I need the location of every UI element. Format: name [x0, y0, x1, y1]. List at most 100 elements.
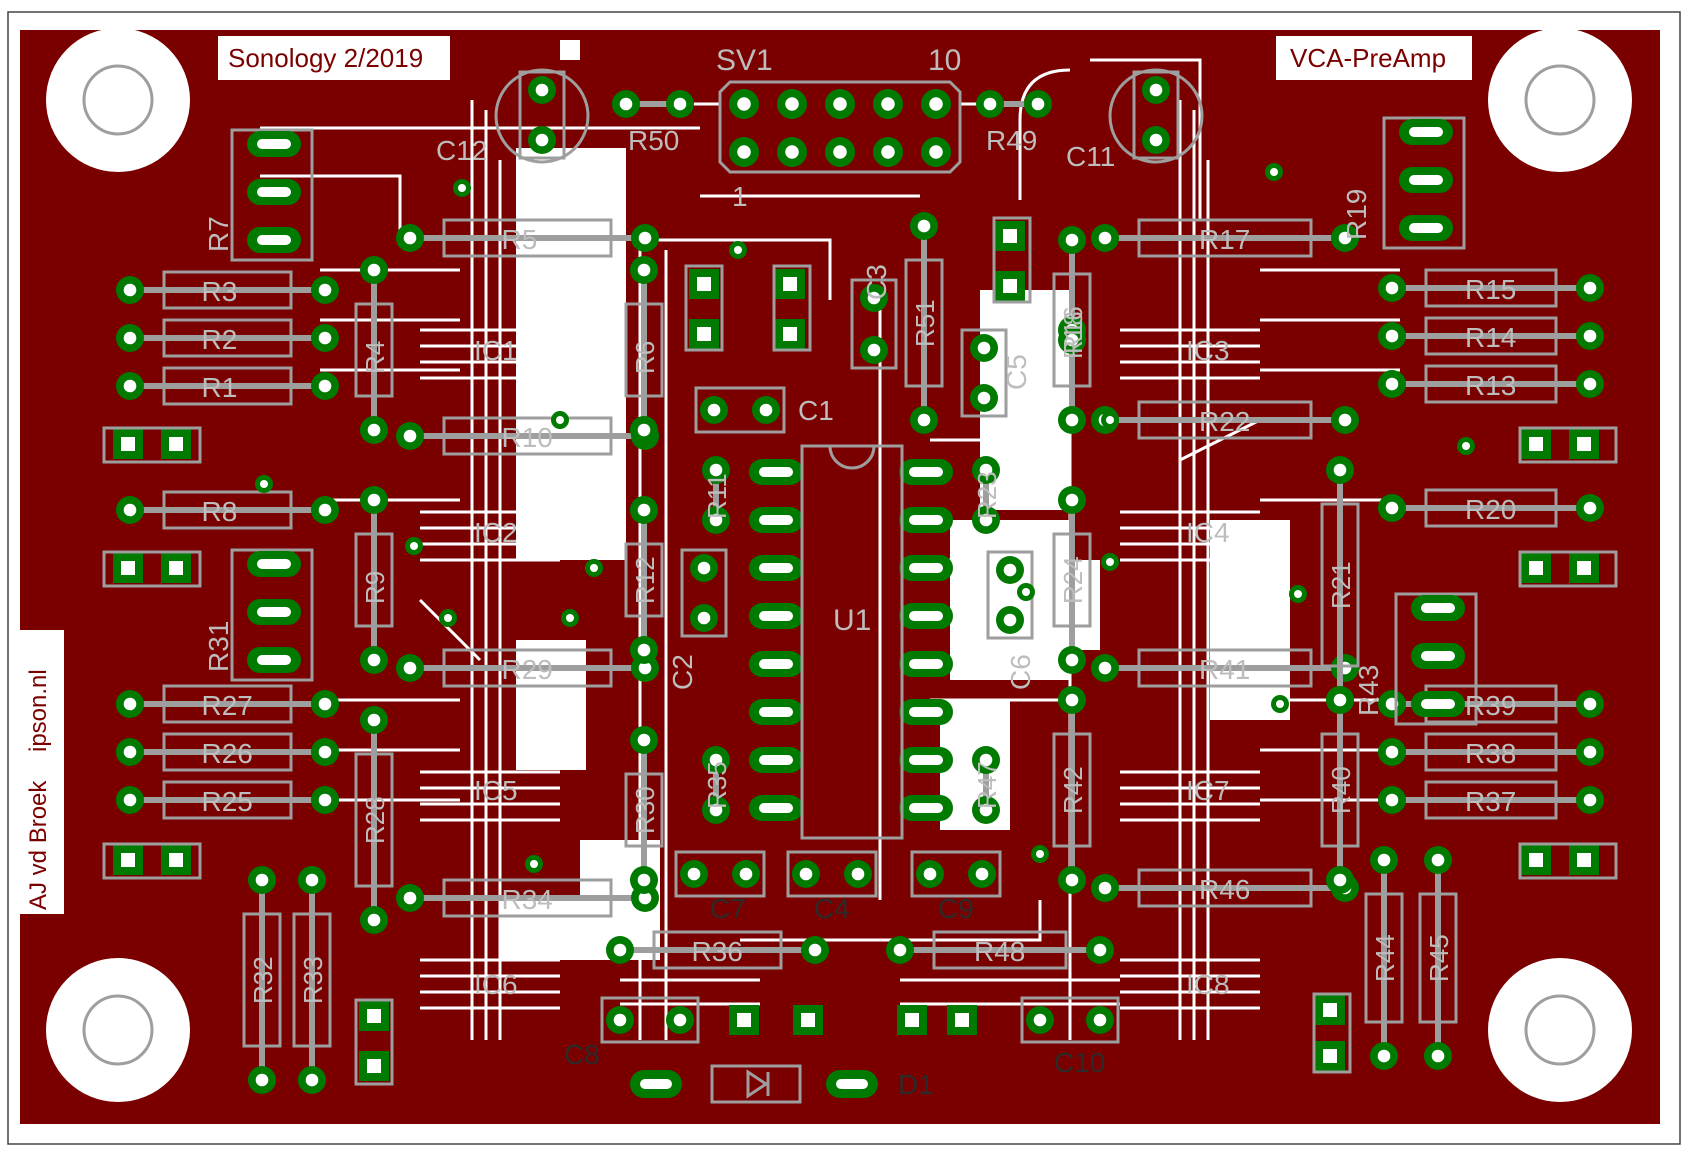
drill: [257, 607, 291, 617]
resistor-body: [1424, 488, 1558, 528]
drill: [637, 263, 651, 277]
component-label: R6: [630, 341, 660, 374]
drill: [697, 561, 711, 575]
resistor-body: [1052, 532, 1092, 628]
sv1-pin-last: 10: [928, 44, 961, 77]
via-drill: [410, 542, 418, 550]
components: [102, 68, 1618, 1098]
drill: [367, 423, 381, 437]
resistor-body: [162, 366, 293, 406]
component-label: C9: [938, 893, 974, 924]
component-label: R2: [202, 324, 238, 355]
via-drill: [1022, 588, 1030, 596]
drill: [909, 659, 943, 669]
header-outline: [1518, 426, 1618, 464]
header-outline: [772, 264, 812, 352]
component-label: C10: [1054, 1047, 1105, 1078]
drill: [257, 655, 291, 665]
drill: [638, 891, 652, 905]
component-label: IC3: [1186, 335, 1230, 366]
component-label: R19: [1341, 189, 1372, 240]
drill: [697, 327, 711, 341]
drill: [783, 327, 797, 341]
component-label: R38: [1465, 738, 1516, 769]
component-label: R12: [630, 556, 660, 604]
drill: [881, 97, 895, 111]
capacitor-outline: [518, 70, 566, 160]
resistor-body: [624, 772, 664, 848]
component-label: R49: [986, 125, 1037, 156]
component-label: IC1: [474, 335, 518, 366]
drill: [709, 513, 723, 527]
mounting-hole-ring: [82, 994, 154, 1066]
drill: [637, 733, 651, 747]
resistor-body: [354, 752, 394, 888]
drill: [318, 503, 332, 517]
drill: [1583, 329, 1597, 343]
header-outline: [354, 998, 394, 1086]
component-label: R24: [1058, 556, 1088, 604]
resistor-body: [904, 258, 944, 388]
component-label: R21: [1326, 561, 1356, 609]
trace: [1179, 418, 1261, 462]
clear-area: [516, 640, 586, 770]
drill: [257, 235, 291, 245]
via-drill: [1462, 442, 1470, 450]
drill: [1098, 661, 1112, 675]
resistor-body: [1137, 648, 1313, 688]
component-label: C2: [667, 654, 698, 690]
resistor-body: [932, 930, 1068, 970]
via-drill: [444, 614, 452, 622]
drill: [1098, 231, 1112, 245]
mounting-hole: [46, 28, 190, 172]
resistor-body: [162, 318, 293, 358]
drill: [955, 1013, 969, 1027]
trimmer-outline: [230, 128, 314, 262]
component-label: R18: [1058, 311, 1088, 359]
capacitor-outline: [1020, 996, 1120, 1044]
component-label: R41: [1199, 654, 1250, 685]
drill: [709, 803, 723, 817]
drill: [318, 331, 332, 345]
drill: [836, 1079, 868, 1089]
component-label: R22: [1199, 406, 1250, 437]
drill: [929, 97, 943, 111]
drill: [1583, 745, 1597, 759]
resistor-body: [162, 684, 293, 724]
trimmer-outline: [1382, 116, 1466, 250]
component-label: R10: [502, 422, 553, 453]
via-drill: [1106, 416, 1114, 424]
component-label: C4: [814, 893, 850, 924]
component-label: R14: [1465, 322, 1516, 353]
drill: [169, 853, 183, 867]
drill: [909, 515, 943, 525]
via-drill: [458, 184, 466, 192]
drill: [403, 891, 417, 905]
component-label: R25: [202, 786, 253, 817]
drill: [121, 853, 135, 867]
drill: [1003, 279, 1017, 293]
capacitor-outline: [960, 328, 1008, 418]
component-label: C11: [1066, 141, 1115, 172]
drill: [709, 463, 723, 477]
drill: [1409, 127, 1443, 137]
drill: [1583, 501, 1597, 515]
drill: [637, 503, 651, 517]
via-drill: [590, 564, 598, 572]
capacitor-outline: [674, 850, 766, 898]
drill: [535, 133, 549, 147]
capacitor-outline: [1132, 70, 1180, 160]
drill: [123, 697, 137, 711]
trace: [640, 238, 832, 300]
drill: [851, 867, 865, 881]
component-label: R31: [203, 621, 234, 672]
drill: [1149, 133, 1163, 147]
component-label: R51: [910, 299, 940, 347]
component-label: C8: [564, 1039, 600, 1070]
drill: [637, 423, 651, 437]
component-label: R32: [248, 956, 278, 1004]
drill: [637, 873, 651, 887]
drill: [929, 145, 943, 159]
drill: [759, 707, 793, 717]
